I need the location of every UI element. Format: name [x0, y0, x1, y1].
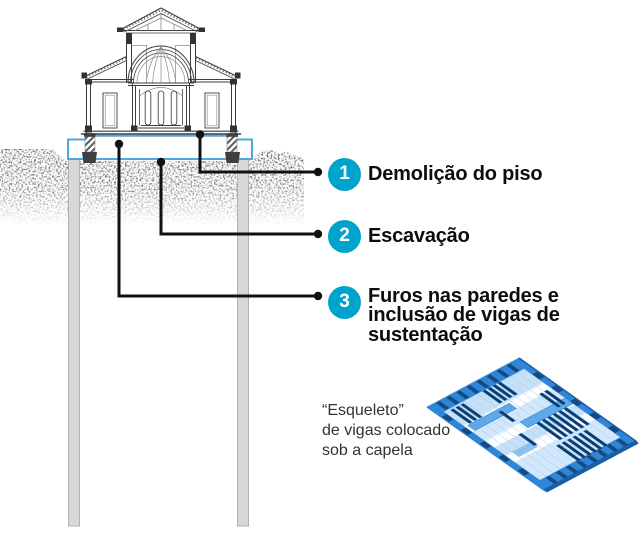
- step-1-number: 1: [339, 163, 350, 184]
- step-3-label: Furos nas paredes e inclusão de vigas de…: [368, 284, 560, 346]
- step-3-label-line-3: sustentação: [368, 323, 483, 346]
- support-piers: [82, 133, 240, 163]
- step-1-badge: 1: [328, 157, 361, 191]
- ground-texture: [0, 149, 304, 224]
- frame-beam-segments: [436, 363, 630, 485]
- skeleton-caption-line-3: sob a capela: [322, 442, 413, 459]
- skeleton-caption-line-1: “Esqueleto”: [322, 402, 404, 419]
- callout-line-1: [198, 134, 318, 174]
- step-2-label: Escavação: [368, 224, 470, 247]
- callout-lines: [117, 134, 318, 298]
- dome-ribs: [145, 46, 177, 84]
- dark-beams: [450, 381, 609, 462]
- foundation-pile-right: [237, 157, 249, 527]
- beam-skeleton-illustration: [426, 357, 639, 493]
- callout-line-2: [159, 162, 318, 236]
- chapel-cross-section-illustration: [81, 7, 241, 135]
- step-3-label-line-2: inclusão de vigas de: [368, 304, 560, 326]
- callout-dots: [114, 130, 323, 301]
- skeleton-caption-line-2: de vigas colocado: [322, 422, 451, 439]
- gable-truss: [134, 14, 188, 31]
- foundation-pile-left: [68, 157, 80, 527]
- step-2-badge: 2: [328, 219, 361, 253]
- step-2-number: 2: [339, 225, 350, 246]
- step-3-number: 3: [339, 291, 350, 312]
- skeleton-caption: “Esqueleto” de vigas colocado sob a cape…: [322, 401, 450, 461]
- step-3-badge: 3: [328, 285, 361, 319]
- step-3-label-line-1: Furos nas paredes e: [368, 284, 559, 307]
- step-1-label: Demolição do piso: [368, 162, 543, 185]
- callout-line-3: [117, 144, 318, 298]
